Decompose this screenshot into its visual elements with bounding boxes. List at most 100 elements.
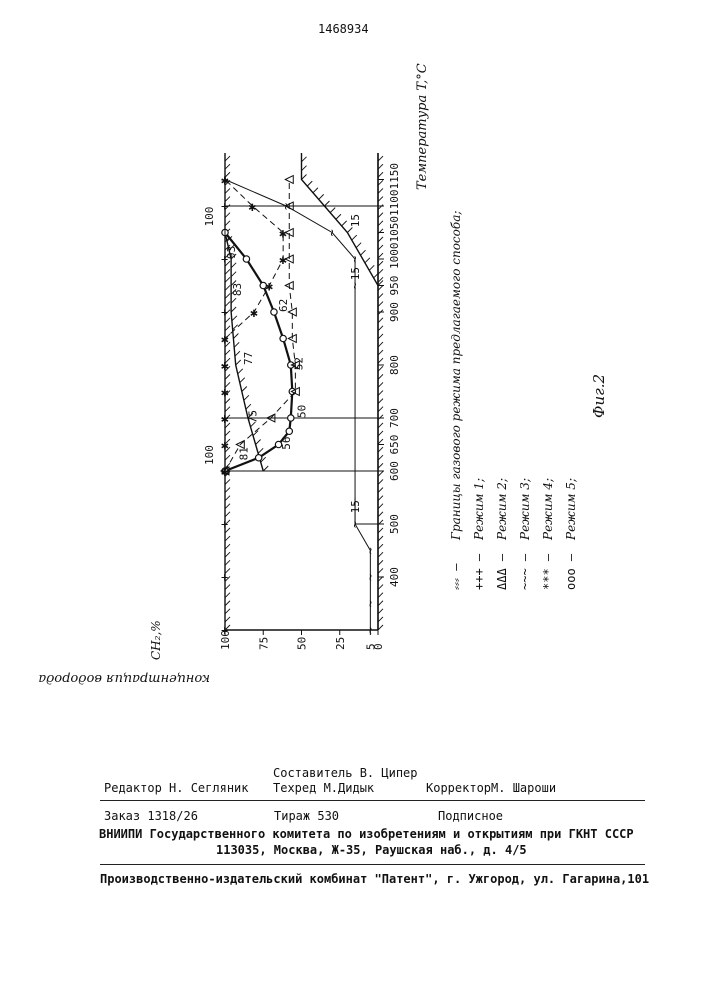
annotation-12: 15 bbox=[349, 267, 362, 280]
boundary-bottom-hatch bbox=[378, 617, 383, 622]
boundary-bottom-hatch bbox=[378, 229, 383, 234]
boundary-bottom-hatch bbox=[378, 528, 383, 533]
boundary-bottom-hatch bbox=[378, 326, 383, 331]
boundary-upper-curve-hatch bbox=[235, 351, 240, 356]
boundary-top-hatch bbox=[225, 593, 230, 598]
boundary-lower-right-hatch bbox=[356, 243, 361, 248]
boundary-top-hatch bbox=[225, 277, 230, 282]
series-3-point-1: ~ bbox=[363, 600, 377, 607]
publisher-org: ВНИИПИ Государственного комитета по изоб… bbox=[99, 827, 634, 841]
boundary-bottom-hatch bbox=[378, 568, 383, 573]
series-2-point-6: ✱ bbox=[250, 306, 258, 321]
boundary-bottom-hatch bbox=[378, 625, 383, 630]
boundary-bottom-hatch bbox=[378, 342, 383, 347]
series-2-point-9: ✱ bbox=[279, 227, 287, 242]
boundary-bottom-hatch bbox=[378, 552, 383, 557]
publisher-address: 113035, Москва, Ж-35, Раушская наб., д. … bbox=[216, 843, 527, 857]
boundary-upper-curve-hatch bbox=[242, 387, 247, 392]
boundary-top-hatch bbox=[225, 488, 230, 493]
boundary-bottom-hatch bbox=[378, 391, 383, 396]
boundary-top-hatch bbox=[225, 455, 230, 460]
boundary-bottom-hatch bbox=[378, 156, 383, 161]
boundary-upper-curve-hatch bbox=[236, 360, 241, 365]
boundary-bottom-hatch bbox=[378, 544, 383, 549]
boundary-upper-curve-hatch bbox=[244, 395, 249, 400]
series-3-point-3: ~ bbox=[363, 547, 377, 554]
series-line-3 bbox=[225, 180, 370, 631]
series-4-point-0: + bbox=[221, 623, 228, 637]
boundary-bottom-hatch bbox=[378, 213, 383, 218]
legend-text-3: Режим 3; bbox=[518, 478, 532, 541]
boundary-top-hatch bbox=[225, 269, 230, 274]
y-tick-label-25: 25 bbox=[334, 637, 347, 650]
series-4-point-2: + bbox=[221, 517, 228, 531]
x-tick-label-1150: 1150 bbox=[388, 163, 401, 190]
boundary-lower-right-hatch bbox=[319, 194, 324, 199]
boundary-upper-curve-hatch bbox=[232, 316, 237, 321]
series-4-point-3: + bbox=[221, 464, 228, 478]
legend-marker-1: +++ — bbox=[472, 553, 486, 590]
annotation-11: 15 bbox=[349, 500, 362, 513]
boundary-bottom-hatch bbox=[378, 221, 383, 226]
boundary-top-hatch bbox=[225, 617, 230, 622]
boundary-upper-curve-hatch bbox=[240, 378, 245, 383]
techred-credit: Техред М.Дидык bbox=[273, 781, 374, 795]
boundary-bottom-hatch bbox=[378, 188, 383, 193]
legend-marker-0: ⸗⸗⸗ — bbox=[449, 563, 463, 590]
legend-marker-2: ΔΔΔ — bbox=[495, 553, 509, 590]
y-tick-label-50: 50 bbox=[296, 637, 309, 650]
boundary-top-hatch bbox=[225, 188, 230, 193]
legend-text-5: Режим 5; bbox=[564, 478, 578, 541]
boundary-bottom-hatch bbox=[378, 350, 383, 355]
boundary-top-hatch bbox=[225, 536, 230, 541]
boundary-top-hatch bbox=[225, 609, 230, 614]
footer-rule-2 bbox=[100, 864, 645, 865]
series-3-point-6: ~ bbox=[348, 256, 362, 263]
series-3-point-0: ~ bbox=[363, 627, 377, 634]
series-4-point-9: + bbox=[221, 173, 228, 187]
boundary-upper-curve-hatch bbox=[234, 342, 239, 347]
boundary-top-hatch bbox=[225, 601, 230, 606]
boundary-lower-right-hatch bbox=[336, 214, 341, 219]
label-layer: Температура T,°Cконцентрация водородаCH₂… bbox=[38, 63, 608, 686]
series-2-point-10: ✱ bbox=[249, 200, 257, 215]
series-3-point-2: ~ bbox=[363, 574, 377, 581]
editor-credit: Редактор Н. Сегляник bbox=[104, 781, 249, 795]
x-tick-label-800: 800 bbox=[388, 355, 401, 375]
boundary-upper-curve-hatch bbox=[263, 466, 268, 471]
legend-marker-4: *** — bbox=[541, 553, 555, 590]
annotation-10: 62 bbox=[277, 299, 290, 312]
boundary-upper-curve-hatch bbox=[231, 307, 236, 312]
boundary-upper-curve-hatch bbox=[231, 298, 236, 303]
boundary-bottom-hatch bbox=[378, 399, 383, 404]
boundary-top-hatch bbox=[225, 544, 230, 549]
boundary-upper-curve-hatch bbox=[233, 334, 238, 339]
boundary-bottom-hatch bbox=[378, 431, 383, 436]
boundary-bottom-hatch bbox=[378, 593, 383, 598]
x-tick-label-1000: 1000 bbox=[388, 243, 401, 270]
boundary-top-hatch bbox=[225, 560, 230, 565]
boundary-bottom-hatch bbox=[378, 164, 383, 169]
footer-rule-1 bbox=[100, 800, 645, 801]
boundary-lower-right bbox=[302, 153, 379, 286]
x-axis-title: Температура T,°C bbox=[415, 63, 430, 190]
boundary-bottom-hatch bbox=[378, 318, 383, 323]
boundary-bottom-hatch bbox=[378, 245, 383, 250]
boundary-bottom-hatch bbox=[378, 488, 383, 493]
boundary-bottom-hatch bbox=[378, 366, 383, 371]
annotation-9: 52 bbox=[292, 357, 305, 370]
boundary-bottom-hatch bbox=[378, 261, 383, 266]
boundary-bottom-hatch bbox=[378, 237, 383, 242]
series-4-point-1: + bbox=[221, 570, 228, 584]
boundary-lower-right-hatch bbox=[330, 208, 335, 213]
annotation-4: 77 bbox=[242, 352, 255, 365]
boundary-lower-right-hatch bbox=[302, 175, 307, 180]
figure-label: Фиг.2 bbox=[590, 374, 608, 418]
boundary-lower-right-hatch bbox=[347, 228, 352, 233]
boundary-upper-curve bbox=[225, 233, 263, 472]
boundary-top-hatch bbox=[225, 496, 230, 501]
boundary-bottom-hatch bbox=[378, 536, 383, 541]
x-tick-label-700: 700 bbox=[388, 408, 401, 428]
boundary-bottom-hatch bbox=[378, 407, 383, 412]
boundary-top-hatch bbox=[225, 374, 230, 379]
